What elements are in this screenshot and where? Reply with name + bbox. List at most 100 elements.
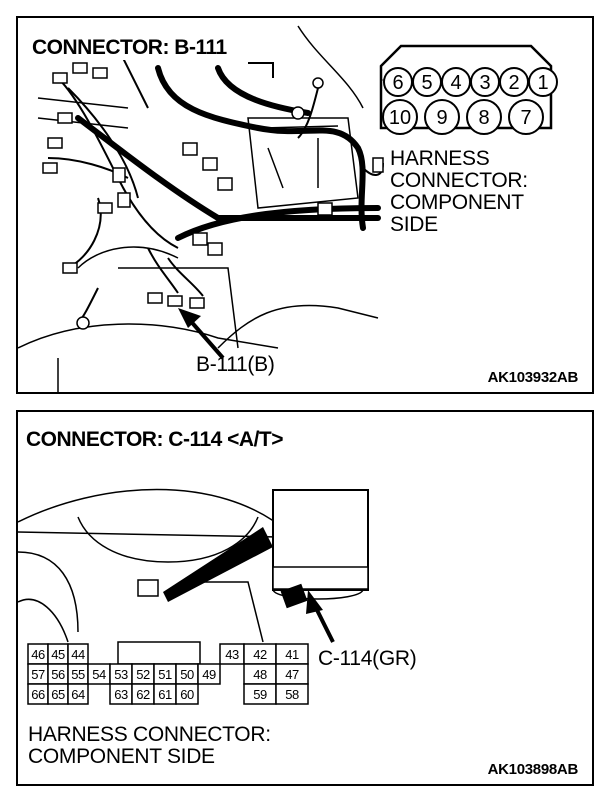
- pin-cell: [67, 683, 89, 705]
- small-connector: [117, 192, 131, 208]
- figure-code: AK103898AB: [487, 761, 579, 778]
- body-outline: [18, 323, 279, 349]
- connector-title: CONNECTOR: C-114 <A/T>: [26, 428, 284, 452]
- pin-number: 61: [158, 687, 172, 702]
- wire: [67, 87, 139, 199]
- pin-number: 46: [31, 647, 45, 662]
- wire: [147, 247, 179, 294]
- pin-number: 56: [51, 667, 65, 682]
- pin-number: 7: [520, 107, 531, 129]
- body-outline: [118, 267, 239, 349]
- clamp: [312, 77, 324, 89]
- pin-cell: [466, 99, 502, 135]
- label-line: COMPONENT: [390, 191, 524, 214]
- label-line: SIDE: [390, 213, 438, 236]
- label-line: COMPONENT SIDE: [28, 745, 215, 768]
- component-block: [267, 147, 284, 189]
- clamp: [76, 316, 90, 330]
- pin-cell: [175, 683, 199, 705]
- small-connector: [192, 232, 208, 246]
- pin-number: 45: [51, 647, 65, 662]
- component-block: [247, 117, 359, 209]
- small-connector: [372, 157, 384, 173]
- dashboard-outline: [18, 488, 289, 533]
- clamp: [291, 106, 305, 120]
- pin-number: 1: [537, 72, 548, 94]
- pin-number: 62: [136, 687, 150, 702]
- harness-connector-label: HARNESS CONNECTOR: COMPONENT SIDE: [28, 724, 271, 768]
- pointer-arrow: [306, 590, 335, 643]
- pin-number: 52: [136, 667, 150, 682]
- small-connector: [42, 162, 58, 174]
- pin-number: 43: [225, 647, 239, 662]
- small-connector: [189, 297, 205, 309]
- pin-number: 48: [253, 667, 267, 682]
- pointer-arrow: [178, 308, 225, 360]
- wire: [67, 197, 102, 269]
- dashboard-outline: [18, 531, 279, 538]
- small-connector: [57, 112, 73, 124]
- pin-number: 66: [31, 687, 45, 702]
- pin-number: 5: [421, 72, 432, 94]
- label-line: HARNESS: [390, 147, 490, 170]
- body-outline: [217, 304, 379, 349]
- wire-harness: [175, 205, 381, 241]
- pin-number: 49: [202, 667, 216, 682]
- pin-number: 44: [71, 647, 85, 662]
- small-connector: [207, 242, 223, 256]
- pin-cell: [528, 67, 558, 97]
- connector-title: CONNECTOR: B-111: [32, 36, 227, 60]
- pointer-label: C-114(GR): [318, 647, 417, 670]
- small-connector: [62, 262, 78, 274]
- dashboard-outline: [18, 551, 79, 633]
- pin-cell: [382, 99, 418, 135]
- body-outline: [77, 246, 179, 269]
- dashboard-outline: [188, 581, 264, 643]
- small-connector: [72, 62, 88, 74]
- pin-number: 10: [389, 107, 411, 129]
- small-connector: [52, 72, 68, 84]
- control-unit: [272, 489, 369, 609]
- pin-number: 2: [508, 72, 519, 94]
- figure-code: AK103932AB: [487, 369, 579, 386]
- pin-number: 9: [436, 107, 447, 129]
- pin-number: 57: [31, 667, 45, 682]
- grid-frame: [117, 641, 201, 665]
- harness-connector-label: HARNESS CONNECTOR: COMPONENT SIDE: [390, 148, 528, 236]
- pin-number: 47: [285, 667, 299, 682]
- label-line: CONNECTOR:: [390, 169, 528, 192]
- pin-cell: [197, 663, 221, 685]
- wire: [248, 62, 274, 78]
- wire: [167, 257, 204, 297]
- pin-number: 4: [450, 72, 461, 94]
- pin-number: 55: [71, 667, 85, 682]
- dashboard-outline: [77, 516, 259, 563]
- small-connector: [97, 202, 113, 214]
- small-connector: [217, 177, 233, 191]
- small-connector: [47, 137, 63, 149]
- small-connector: [137, 579, 159, 597]
- pin-number: 65: [51, 687, 65, 702]
- wire: [57, 77, 179, 249]
- pin-number: 53: [114, 667, 128, 682]
- pin-number: 41: [285, 647, 299, 662]
- zoom-wedge: [163, 527, 273, 602]
- pin-number: 6: [392, 72, 403, 94]
- pin-number: 51: [158, 667, 172, 682]
- pin-number: 60: [180, 687, 194, 702]
- pin-number: 64: [71, 687, 85, 702]
- small-connector: [147, 292, 163, 304]
- pin-number: 54: [92, 667, 106, 682]
- small-connector: [92, 67, 108, 79]
- small-connector: [317, 202, 333, 216]
- pin-cell: [508, 99, 544, 135]
- pointer-label: B-111(B): [196, 353, 275, 376]
- pin-cell: [275, 683, 309, 705]
- wire-harness: [215, 65, 311, 116]
- small-connector: [202, 157, 218, 171]
- pin-number: 63: [114, 687, 128, 702]
